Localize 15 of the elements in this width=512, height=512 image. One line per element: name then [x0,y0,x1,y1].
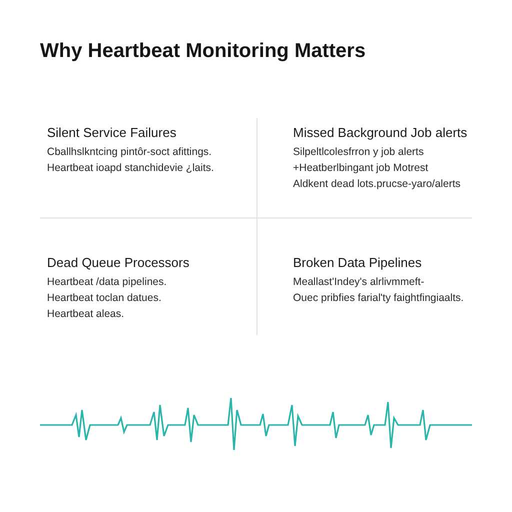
section-heading: Silent Service Failures [47,125,176,140]
body-text: Heartbeat aleas. [47,308,124,320]
body-text: Heartbeat /data pipelines. [47,276,167,288]
body-text: +Heatberlbingant job Motrest [293,162,428,174]
title: Why Heartbeat Monitoring Matters [40,40,366,63]
section-heading: Broken Data Pipelines [293,255,422,270]
body-text: Silpeltlcolesfrron y job alerts [293,146,424,158]
section-heading: Dead Queue Processors [47,255,190,270]
body-text: Cballhslkntcing pintôr-soct afittings. [47,146,212,158]
section-heading: Missed Background Job alerts [293,125,468,140]
body-text: Meallast'Indey's alrlivmmeft- [293,276,424,288]
body-text: Heartbeat toclan datues. [47,292,162,304]
body-text: Ouec pribfies farial'ty faightfingiaalts. [293,292,464,304]
body-text: Heartbeat ioapd stanchidevie ¿laits. [47,162,214,174]
body-text: Aldkent dead lots.prucse-yaro/alerts [293,178,461,190]
